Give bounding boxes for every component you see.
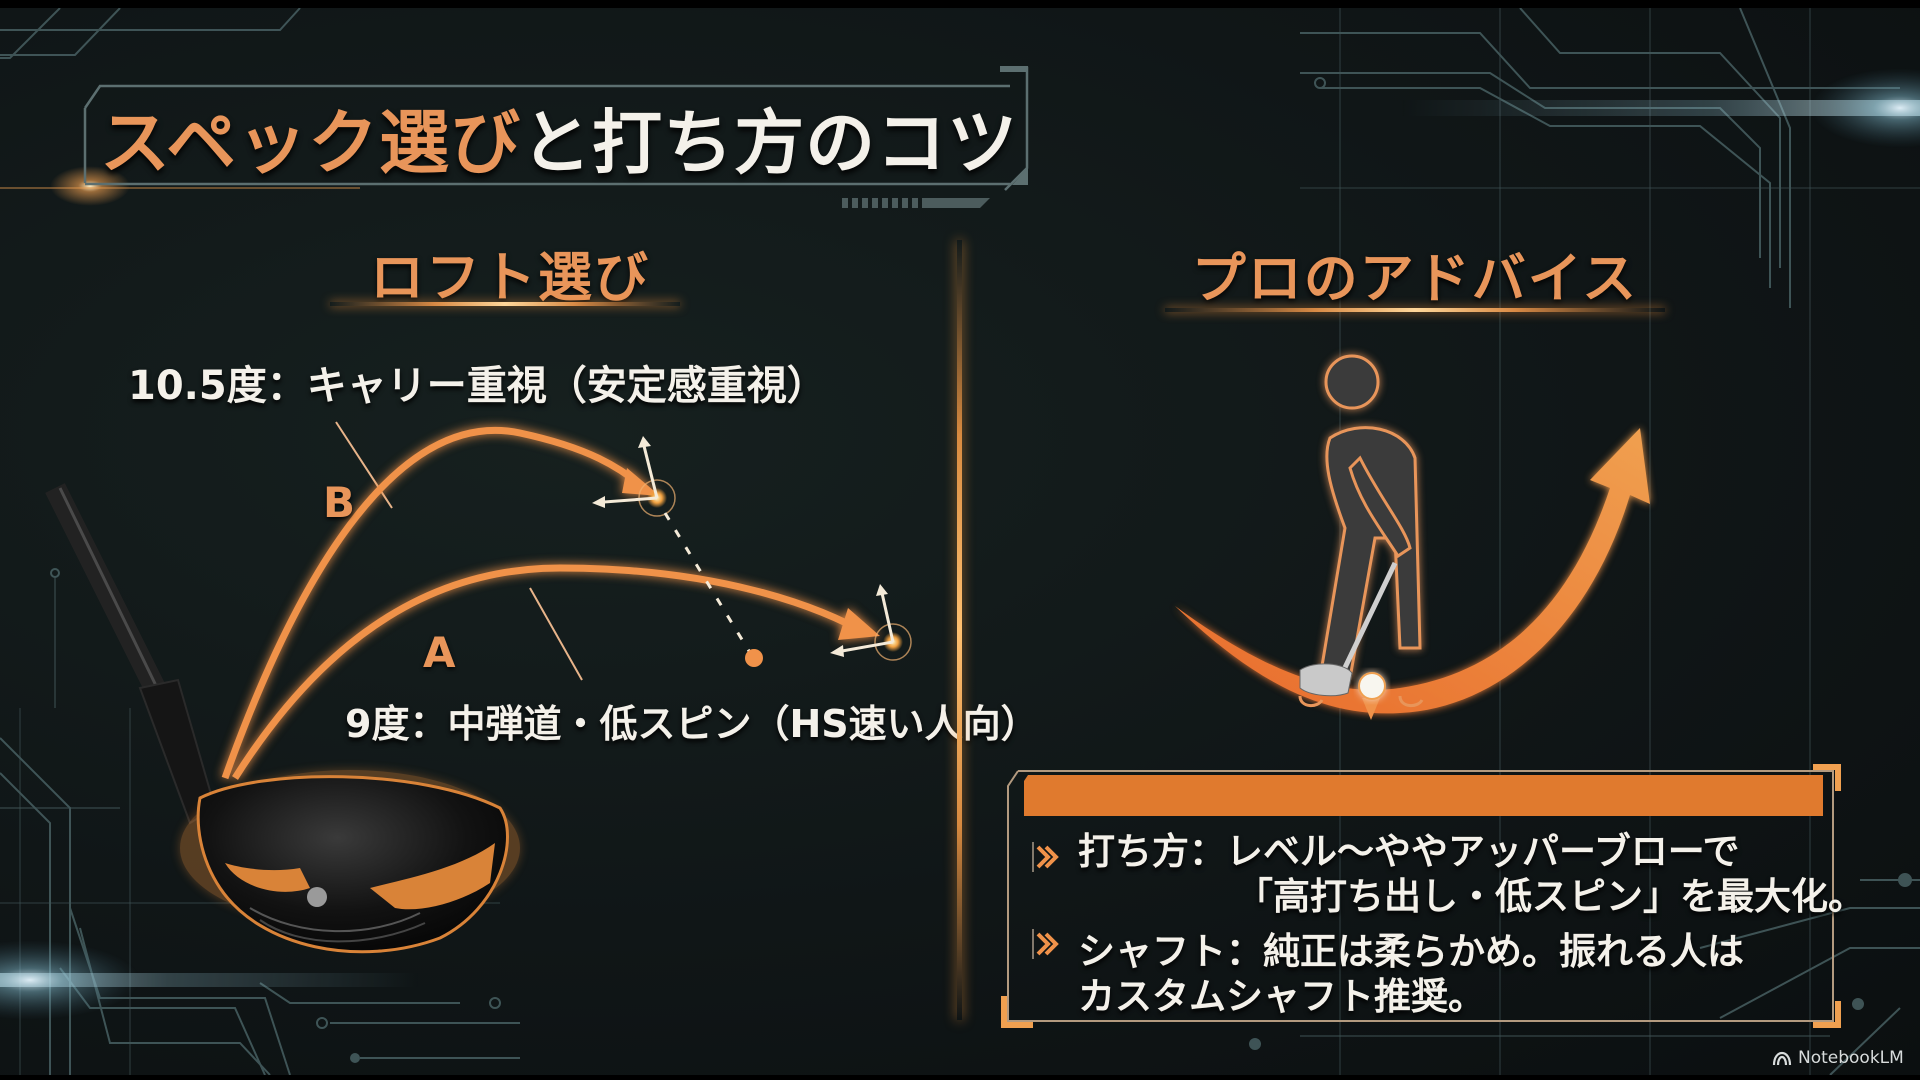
swing-arc-arrow: [1175, 428, 1650, 714]
option-a-label: 9度：中弾道・低スピン（HS速い人向）: [345, 702, 1039, 746]
option-a-letter: A: [423, 628, 456, 677]
page-title: スペック選びと打ち方のコツ: [100, 94, 1018, 192]
title-highlight: スペック選び: [100, 102, 522, 184]
advice-box-frame: [1001, 764, 1841, 1028]
loft-heading: ロフト選び: [370, 246, 650, 309]
golfer-swing-illustration: [1175, 354, 1650, 720]
brand-label: NotebookLM: [1798, 1048, 1904, 1068]
title-rest: と打ち方のコツ: [521, 102, 1019, 184]
notebooklm-watermark: NotebookLM: [1772, 1048, 1904, 1068]
slide: スペック選びと打ち方のコツ ロフト選び 10.5度：キャリー重視（安定感重視）: [0, 8, 1920, 1075]
advice-heading-underline: [1165, 308, 1665, 312]
advice-item-1-line-1: 打ち方：レベル〜ややアッパーブローで: [1078, 830, 1740, 873]
loft-heading-underline: [330, 302, 680, 306]
double-chevron-icon: [1032, 842, 1059, 872]
trajectory-a: [232, 564, 880, 780]
advice-item-1-line-2: 「高打ち出し・低スピン」を最大化。: [1236, 875, 1865, 918]
advice-heading: プロのアドバイス: [1191, 247, 1639, 310]
landing-marker-a: [830, 584, 912, 661]
option-b-label: 10.5度：キャリー重視（安定感重視）: [128, 363, 827, 409]
double-chevron-icon: [1032, 929, 1059, 959]
option-b-letter: B: [323, 478, 356, 527]
trajectory-diagram: [45, 421, 912, 954]
advice-item-2-line-2: カスタムシャフト推奨。: [1078, 975, 1485, 1018]
golf-driver-illustration: [45, 483, 520, 954]
trajectory-b: [221, 427, 660, 780]
advice-item-2-line-1: シャフト：純正は柔らかめ。振れる人は: [1078, 930, 1744, 973]
notebooklm-logo-icon: [1772, 1051, 1792, 1066]
section-divider: [957, 240, 962, 1020]
advice-box: 打ち方：レベル〜ややアッパーブローで 「高打ち出し・低スピン」を最大化。 シャフ…: [998, 761, 1865, 1031]
landing-marker-b: [592, 436, 763, 667]
title-frame: [83, 66, 1029, 208]
